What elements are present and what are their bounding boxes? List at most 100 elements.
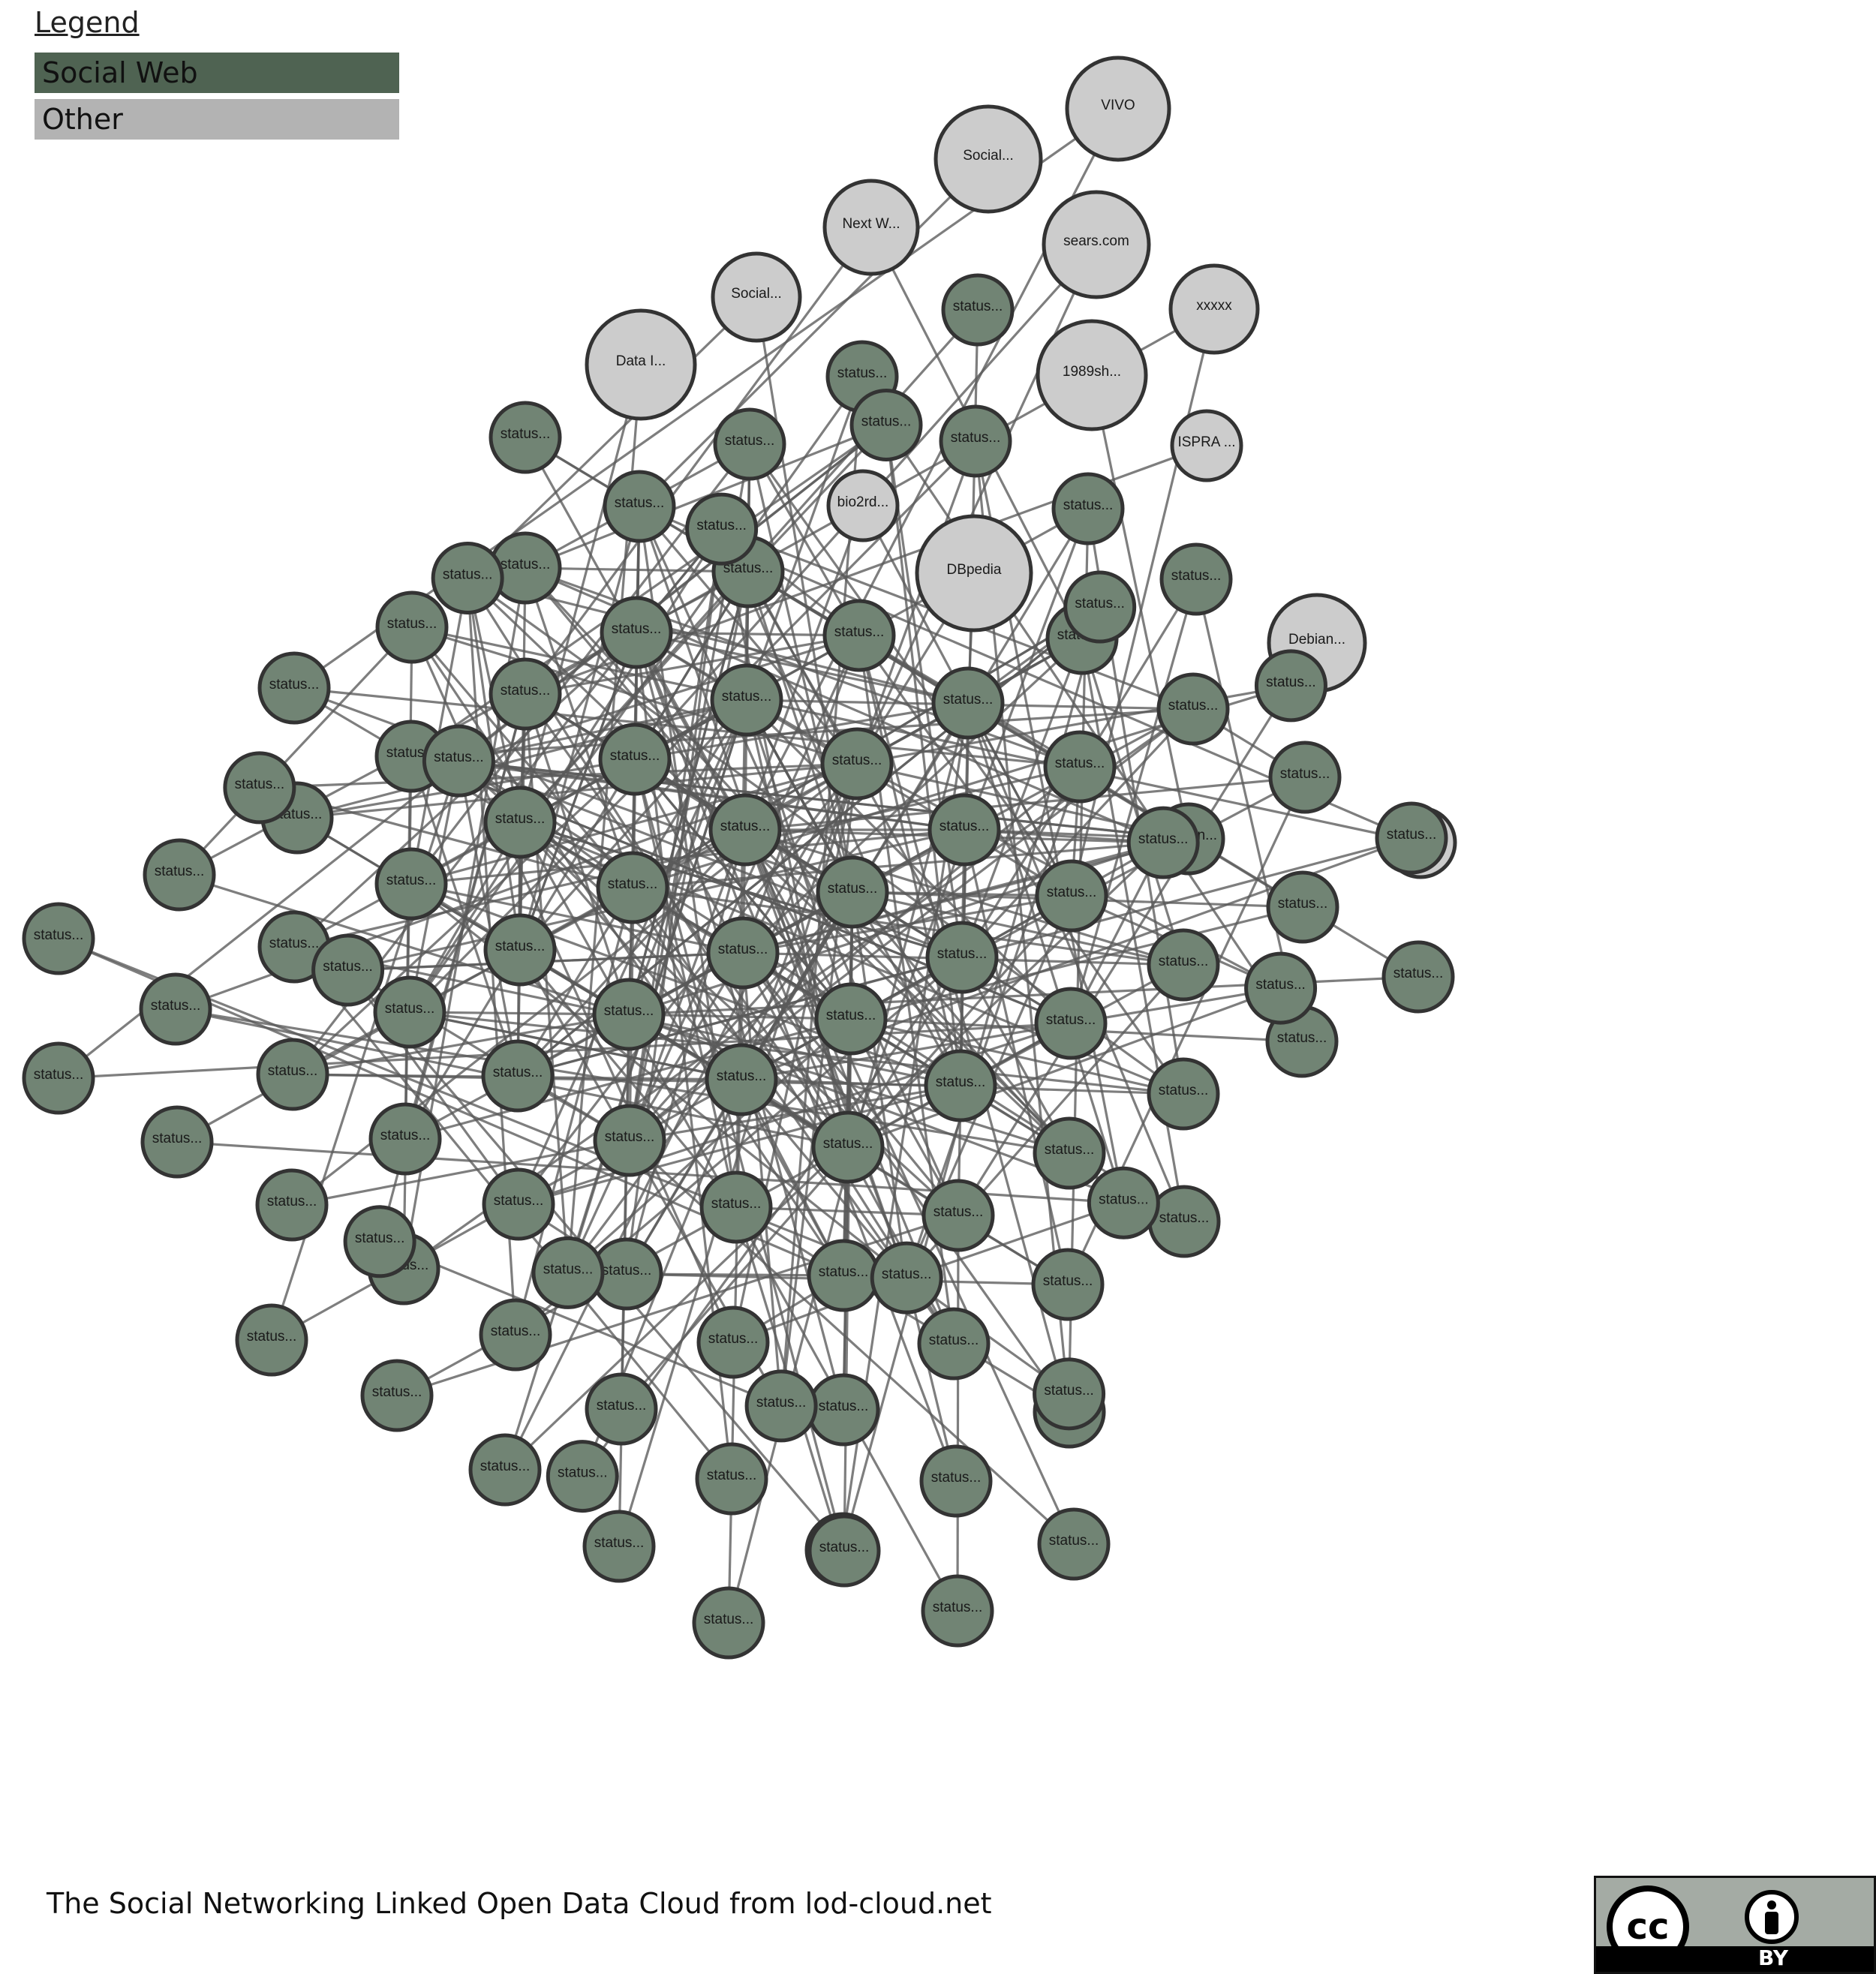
dataset-node-social-web[interactable]: status... [1268, 741, 1342, 814]
dataset-node-social-web[interactable]: status... [927, 793, 1001, 867]
node-circle[interactable] [1087, 1166, 1160, 1239]
node-circle[interactable] [820, 727, 894, 801]
node-circle[interactable] [256, 1038, 329, 1111]
dataset-node-social-web[interactable]: status... [921, 1574, 994, 1648]
dataset-node-social-web[interactable]: status... [692, 1586, 765, 1660]
node-circle[interactable] [592, 978, 666, 1051]
dataset-node-social-web[interactable]: status... [140, 1105, 214, 1179]
dataset-node-social-web[interactable]: status... [713, 407, 786, 481]
dataset-node-social-web[interactable]: status... [235, 1303, 308, 1377]
node-circle[interactable] [917, 1307, 991, 1381]
dataset-node-social-web[interactable]: status... [585, 1372, 658, 1446]
node-circle[interactable] [1063, 570, 1137, 644]
node-circle[interactable] [257, 651, 331, 725]
node-circle[interactable] [373, 975, 446, 1049]
dataset-node-social-web[interactable]: status... [1033, 1357, 1106, 1431]
node-circle[interactable] [822, 599, 896, 672]
dataset-node-social-web[interactable]: status... [814, 982, 888, 1056]
node-circle[interactable] [1042, 190, 1151, 299]
dataset-node-social-web[interactable]: status... [1147, 928, 1220, 1002]
node-circle[interactable] [711, 251, 802, 343]
dataset-node-social-web[interactable]: status... [479, 1298, 552, 1372]
node-circle[interactable] [699, 1170, 773, 1244]
node-circle[interactable] [941, 273, 1015, 347]
node-circle[interactable] [22, 1041, 95, 1115]
dataset-node-social-web[interactable]: status... [1156, 672, 1230, 746]
dataset-node-social-web[interactable]: status... [139, 972, 212, 1046]
dataset-node-social-web[interactable]: status... [1375, 801, 1448, 875]
node-circle[interactable] [482, 1167, 555, 1241]
node-circle[interactable] [489, 657, 562, 731]
dataset-node-social-web[interactable]: status... [917, 1307, 991, 1381]
dataset-node-social-web[interactable]: status... [849, 388, 923, 461]
dataset-node-social-web[interactable]: status... [1033, 1116, 1106, 1190]
dataset-node-social-web[interactable]: status... [603, 470, 676, 543]
dataset-node-social-web[interactable]: status... [710, 663, 783, 737]
dataset-node-social-web[interactable]: status... [257, 651, 331, 725]
dataset-node-social-web[interactable]: status... [699, 1170, 773, 1244]
dataset-node-social-web[interactable]: status... [483, 786, 557, 859]
dataset-node-social-web[interactable]: status... [22, 1041, 95, 1115]
node-circle[interactable] [826, 469, 900, 542]
node-circle[interactable] [235, 1303, 308, 1377]
node-circle[interactable] [924, 1049, 997, 1122]
node-circle[interactable] [1065, 56, 1171, 162]
node-circle[interactable] [685, 492, 759, 566]
node-circle[interactable] [807, 1514, 881, 1588]
dataset-node-social-web[interactable]: status... [257, 910, 331, 984]
node-circle[interactable] [311, 933, 385, 1007]
node-circle[interactable] [710, 663, 783, 737]
node-circle[interactable] [593, 1104, 666, 1177]
dataset-node-social-web[interactable]: status... [482, 1167, 555, 1241]
dataset-node-social-web[interactable]: status... [483, 913, 557, 987]
dataset-node-other[interactable]: Data I... [585, 308, 697, 421]
node-circle[interactable] [1268, 741, 1342, 814]
node-circle[interactable] [692, 1586, 765, 1660]
dataset-node-social-web[interactable]: status... [143, 838, 216, 912]
dataset-node-social-web[interactable]: status... [600, 596, 673, 669]
node-circle[interactable] [814, 982, 888, 1056]
dataset-node-social-web[interactable]: status... [422, 724, 495, 798]
dataset-node-other[interactable]: 1989sh... [1036, 319, 1148, 431]
node-circle[interactable] [713, 407, 786, 481]
node-circle[interactable] [1037, 1507, 1111, 1581]
node-circle[interactable] [531, 1236, 605, 1309]
dataset-node-social-web[interactable]: status... [1063, 570, 1137, 644]
node-circle[interactable] [816, 855, 889, 929]
dataset-node-other[interactable]: ISPRA ... [1170, 409, 1243, 482]
dataset-node-social-web[interactable]: status... [1254, 649, 1327, 723]
dataset-node-social-web[interactable]: status... [685, 492, 759, 566]
node-circle[interactable] [811, 1110, 885, 1184]
dataset-node-social-web[interactable]: status... [590, 1237, 663, 1311]
node-circle[interactable] [582, 1510, 656, 1583]
dataset-node-social-web[interactable]: status... [431, 541, 504, 614]
dataset-node-social-web[interactable]: status... [695, 1442, 768, 1516]
dataset-node-social-web[interactable]: status... [807, 1514, 881, 1588]
dataset-node-social-web[interactable]: status... [816, 855, 889, 929]
node-circle[interactable] [1254, 649, 1327, 723]
dataset-node-social-web[interactable]: status... [22, 902, 95, 975]
node-circle[interactable] [1034, 987, 1108, 1060]
node-circle[interactable] [705, 1043, 778, 1116]
dataset-node-social-web[interactable]: status... [1147, 1057, 1220, 1131]
node-circle[interactable] [479, 1298, 552, 1372]
dataset-node-social-web[interactable]: status... [1034, 987, 1108, 1060]
node-circle[interactable] [255, 1168, 329, 1242]
node-circle[interactable] [585, 1372, 658, 1446]
dataset-node-social-web[interactable]: status... [870, 1241, 943, 1314]
dataset-node-social-web[interactable]: status... [1051, 472, 1125, 545]
node-circle[interactable] [921, 1179, 995, 1252]
node-circle[interactable] [933, 104, 1043, 214]
dataset-node-social-web[interactable]: status... [368, 1102, 442, 1176]
dataset-node-social-web[interactable]: status... [931, 666, 1005, 740]
dataset-node-social-web[interactable]: status... [489, 401, 562, 474]
node-circle[interactable] [708, 793, 782, 867]
dataset-node-social-web[interactable]: status... [360, 1359, 434, 1432]
dataset-node-social-web[interactable]: status... [1126, 806, 1200, 879]
dataset-node-social-web[interactable]: status... [744, 1369, 818, 1443]
dataset-node-social-web[interactable]: status... [705, 1043, 778, 1116]
node-circle[interactable] [600, 596, 673, 669]
dataset-node-social-web[interactable]: status... [1087, 1166, 1160, 1239]
node-circle[interactable] [546, 1440, 619, 1513]
node-circle[interactable] [585, 308, 697, 421]
